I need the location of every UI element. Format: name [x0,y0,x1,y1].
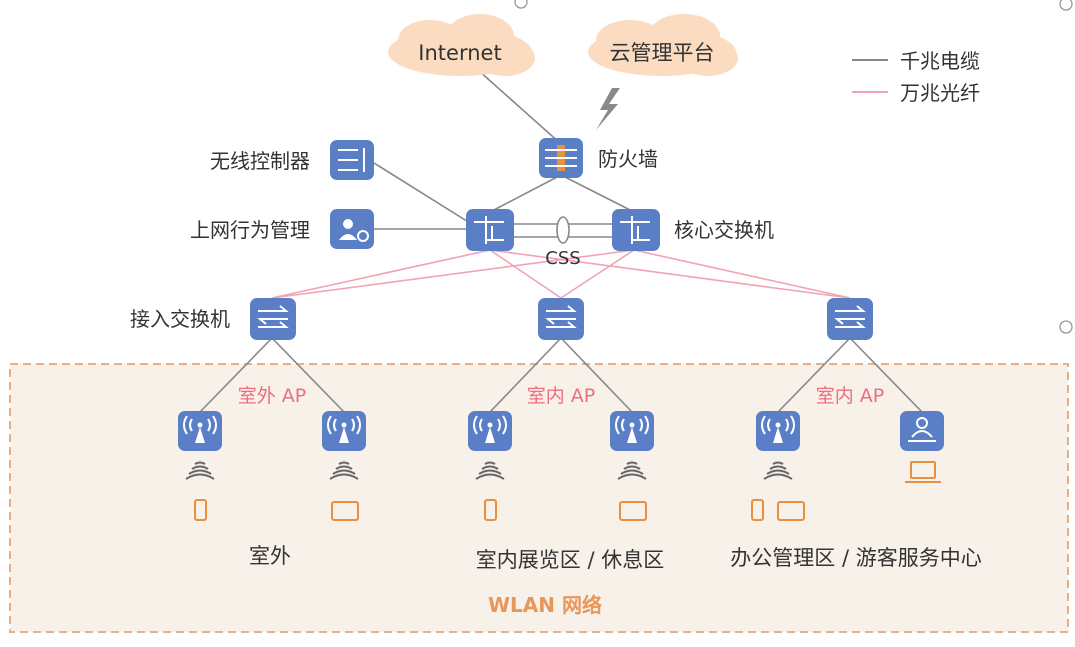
laptop-icon [905,461,941,483]
firewall-device: 防火墙 [539,138,658,178]
router-icon [474,216,504,244]
cloud-management-label: 云管理平台 [610,41,715,65]
zone-label-exhibit: 室内展览区 / 休息区 [476,548,664,572]
access-switch-2 [538,298,584,340]
ap-antenna-icon [473,415,507,443]
legend: 千兆电缆 万兆光纤 [852,49,980,105]
terminal-device [900,411,944,451]
corner-mark [1059,0,1073,11]
access-point [178,411,222,451]
ap-antenna-icon [761,415,795,443]
access-switch-3 [827,298,873,340]
cloud-management-cloud: 云管理平台 [588,14,738,76]
zone-label-outdoor: 室外 [249,544,291,568]
access-switch-1 [250,298,296,340]
wireless-controller-label: 无线控制器 [210,149,310,173]
wlan-network-label: WLAN 网络 [488,593,602,617]
corner-mark [1059,320,1073,334]
ap-antenna-icon [183,415,217,443]
phone-icon [484,499,497,521]
access-point [322,411,366,451]
controller-icon [338,148,365,172]
ap-antenna-icon [327,415,361,443]
ap-group-label-indoor-1: 室内 AP [527,385,596,407]
tablet-icon [619,501,647,521]
core-switch-label: 核心交换机 [674,218,774,242]
ap-group-label-outdoor: 室外 AP [238,385,307,407]
phone-icon [751,499,764,521]
switch-icon [545,305,577,328]
user-terminal-icon [908,417,936,442]
access-point [468,411,512,451]
access-switch-label: 接入交换机 [130,307,230,331]
firewall-label: 防火墙 [598,147,658,171]
tablet-icon [777,501,805,521]
gigabit-links [199,69,923,413]
ap-group-label-indoor-2: 室内 AP [816,385,885,407]
access-point [610,411,654,451]
user-icon [343,219,353,229]
behavior-management-label: 上网行为管理 [190,218,310,242]
access-point [756,411,800,451]
router-icon [620,216,650,244]
switch-icon [257,305,289,328]
core-switch-left [466,209,514,251]
lightning-icon [596,88,620,130]
css-stack-ring [556,216,570,244]
css-label: CSS [545,248,580,269]
ap-antenna-icon [615,415,649,443]
tablet-icon [331,501,359,521]
internet-cloud: Internet [388,14,535,76]
behavior-management-device: 上网行为管理 [190,209,374,249]
phone-icon [194,499,207,521]
legend-gigabit-label: 千兆电缆 [900,49,980,73]
switch-icon [834,305,866,328]
wireless-controller-device: 无线控制器 [210,140,374,180]
core-switch-right [612,209,660,251]
internet-label: Internet [418,41,501,65]
tengig-links [271,249,851,299]
zone-label-office: 办公管理区 / 游客服务中心 [730,546,981,570]
wlan-zone [9,363,1069,633]
corner-mark [514,0,528,9]
legend-tengig-label: 万兆光纤 [900,81,980,105]
